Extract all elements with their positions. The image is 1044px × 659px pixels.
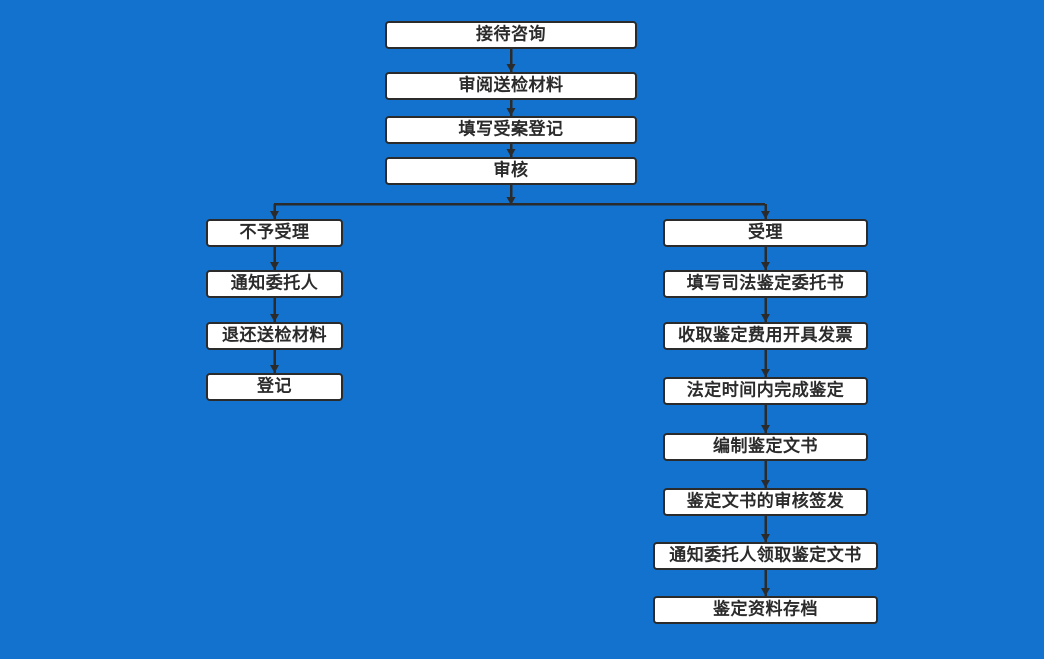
flow-node-label: 鉴定文书的审核签发 bbox=[686, 491, 845, 511]
flow-node-label: 审核 bbox=[493, 160, 529, 180]
flow-node-r4: 法定时间内完成鉴定 bbox=[663, 377, 868, 405]
flow-node-r3: 收取鉴定费用开具发票 bbox=[663, 322, 868, 350]
flow-node-label: 审阅送检材料 bbox=[458, 75, 564, 95]
arrowhead-r5-to-r6 bbox=[761, 480, 770, 488]
flow-node-label: 不予受理 bbox=[239, 222, 310, 242]
arrowhead-l1-to-l2 bbox=[270, 262, 279, 270]
flow-node-r6: 鉴定文书的审核签发 bbox=[663, 488, 868, 516]
arrowhead-n1-to-n2 bbox=[506, 64, 516, 72]
flow-node-r2: 填写司法鉴定委托书 bbox=[663, 270, 868, 298]
arrowhead-r2-to-r3 bbox=[761, 314, 770, 322]
flow-node-r5: 编制鉴定文书 bbox=[663, 433, 868, 461]
flow-node-l1: 不予受理 bbox=[206, 219, 343, 247]
arrowhead-n4-to-split bbox=[506, 197, 516, 205]
flow-node-l4: 登记 bbox=[206, 373, 343, 401]
flow-node-label: 填写司法鉴定委托书 bbox=[686, 273, 845, 293]
arrowhead-split-to-l1 bbox=[270, 211, 279, 219]
arrowhead-r1-to-r2 bbox=[761, 262, 770, 270]
arrowhead-r6-to-r7 bbox=[761, 534, 770, 542]
flow-node-label: 通知委托人 bbox=[230, 273, 319, 293]
flow-node-n4: 审核 bbox=[385, 157, 637, 185]
arrowhead-n2-to-n3 bbox=[506, 108, 516, 116]
flow-node-label: 编制鉴定文书 bbox=[713, 436, 818, 456]
flow-node-label: 通知委托人领取鉴定文书 bbox=[669, 545, 862, 565]
flow-node-label: 填写受案登记 bbox=[458, 119, 564, 139]
flow-node-n3: 填写受案登记 bbox=[385, 116, 637, 144]
flow-node-r8: 鉴定资料存档 bbox=[653, 596, 878, 624]
flow-node-label: 接待咨询 bbox=[476, 24, 546, 44]
flow-node-label: 退还送检材料 bbox=[222, 325, 327, 345]
arrowhead-l3-to-l4 bbox=[270, 365, 279, 373]
arrowhead-l2-to-l3 bbox=[270, 314, 279, 322]
arrowhead-n3-to-n4 bbox=[506, 149, 516, 157]
flow-node-label: 收取鉴定费用开具发票 bbox=[678, 325, 853, 345]
flow-node-label: 法定时间内完成鉴定 bbox=[686, 380, 845, 400]
flow-node-label: 鉴定资料存档 bbox=[713, 599, 818, 619]
flow-node-l2: 通知委托人 bbox=[206, 270, 343, 298]
flow-node-r7: 通知委托人领取鉴定文书 bbox=[653, 542, 878, 570]
flow-node-n1: 接待咨询 bbox=[385, 21, 637, 49]
flow-node-n2: 审阅送检材料 bbox=[385, 72, 637, 100]
arrowhead-r4-to-r5 bbox=[761, 425, 770, 433]
arrowhead-r7-to-r8 bbox=[761, 588, 770, 596]
flow-node-label: 登记 bbox=[257, 376, 292, 396]
flow-node-l3: 退还送检材料 bbox=[206, 322, 343, 350]
arrowhead-split-to-r1 bbox=[761, 211, 770, 219]
flow-node-label: 受理 bbox=[748, 222, 783, 242]
flow-node-r1: 受理 bbox=[663, 219, 868, 247]
arrowhead-r3-to-r4 bbox=[761, 369, 770, 377]
